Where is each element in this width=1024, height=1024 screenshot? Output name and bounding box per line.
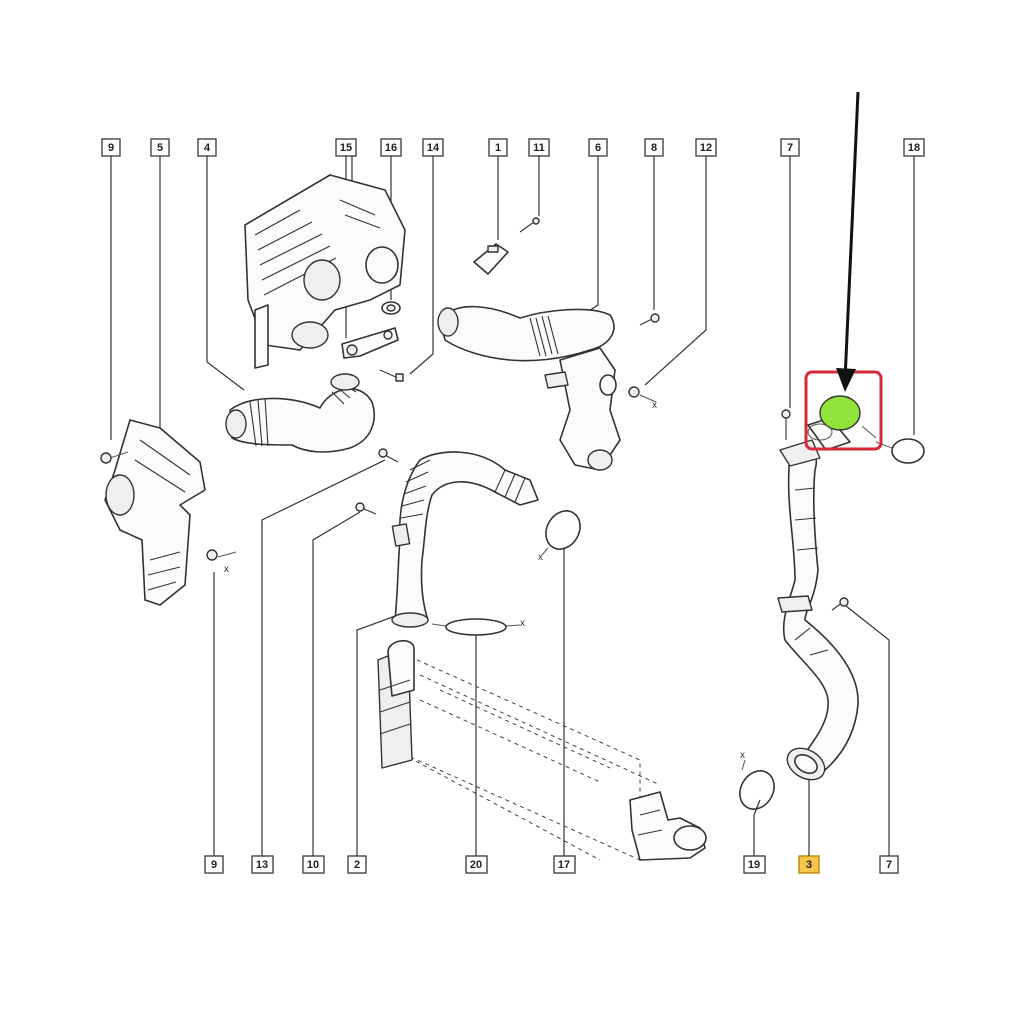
screw-10 xyxy=(355,502,377,515)
callout-19-bottom: 19 xyxy=(743,855,766,874)
callout-10-bottom: 10 xyxy=(302,855,325,874)
callout-5-top: 5 xyxy=(150,138,170,157)
air-duct-5 xyxy=(104,419,206,606)
callout-16-top: 16 xyxy=(380,138,402,157)
svg-text:9: 9 xyxy=(108,142,114,154)
svg-text:1: 1 xyxy=(495,142,501,154)
callout-1-top: 1 xyxy=(488,138,508,157)
svg-text:8: 8 xyxy=(651,142,657,154)
callout-8-top: 8 xyxy=(644,138,664,157)
gasket-19: x xyxy=(739,750,775,810)
svg-text:x: x xyxy=(652,400,657,411)
svg-text:3: 3 xyxy=(806,859,812,871)
svg-text:7: 7 xyxy=(787,142,793,154)
callout-6-top: 6 xyxy=(588,138,608,157)
svg-text:18: 18 xyxy=(908,142,920,154)
svg-text:10: 10 xyxy=(307,859,319,871)
pointer-arrow-icon xyxy=(836,91,860,392)
leader-lines xyxy=(110,156,915,856)
svg-text:6: 6 xyxy=(595,142,601,154)
hose-4 xyxy=(225,373,375,453)
bolt-7-bottom xyxy=(831,597,849,611)
highlighted-connector-part xyxy=(807,395,877,451)
svg-text:19: 19 xyxy=(748,859,760,871)
bracket-15 xyxy=(341,327,399,359)
screw-11 xyxy=(519,217,540,233)
callout-4-top: 4 xyxy=(197,138,217,157)
callout-7-bottom: 7 xyxy=(879,855,899,874)
svg-text:13: 13 xyxy=(256,859,268,871)
svg-text:11: 11 xyxy=(533,142,545,154)
callout-18-top: 18 xyxy=(903,138,925,157)
callout-15-top: 15 xyxy=(335,138,357,157)
hose-6 xyxy=(437,305,621,471)
washer-16 xyxy=(381,301,401,315)
callout-12-top: 12 xyxy=(695,138,717,157)
svg-text:20: 20 xyxy=(470,859,482,871)
callout-13-bottom: 13 xyxy=(251,855,274,874)
bolt-7-top xyxy=(781,409,791,440)
svg-text:x: x xyxy=(740,750,745,761)
svg-text:7: 7 xyxy=(886,859,892,871)
svg-text:17: 17 xyxy=(558,859,570,871)
svg-text:16: 16 xyxy=(385,142,397,154)
hose-3 xyxy=(777,439,859,781)
gasket-20: x xyxy=(431,618,525,636)
svg-text:2: 2 xyxy=(354,859,360,871)
svg-text:x: x xyxy=(520,618,525,629)
turbocharger-assembly xyxy=(244,174,406,369)
svg-text:14: 14 xyxy=(427,142,440,154)
screw-9-bottom: x xyxy=(206,549,237,575)
sensor-1 xyxy=(473,243,509,275)
nut-12: x xyxy=(628,386,657,411)
bolt-13 xyxy=(378,448,399,463)
bolt-8 xyxy=(639,313,660,326)
svg-text:9: 9 xyxy=(211,859,217,871)
svg-text:5: 5 xyxy=(157,142,163,154)
svg-text:15: 15 xyxy=(340,142,352,154)
screw-9-top xyxy=(100,451,129,464)
svg-text:x: x xyxy=(538,552,543,563)
callout-17-bottom: 17 xyxy=(553,855,576,874)
callout-3-bottom-highlighted: 3 xyxy=(798,855,820,874)
callout-11-top: 11 xyxy=(528,138,550,157)
svg-text:x: x xyxy=(224,564,229,575)
callout-2-bottom: 2 xyxy=(347,855,367,874)
callout-9-top: 9 xyxy=(101,138,121,157)
hose-2 xyxy=(391,451,539,628)
svg-text:4: 4 xyxy=(204,142,211,154)
intercooler-radiator xyxy=(377,640,707,861)
callout-9-bottom: 9 xyxy=(204,855,224,874)
gasket-17: x xyxy=(538,510,581,563)
bolt-14 xyxy=(379,369,404,382)
highlighted-connector-fill xyxy=(819,395,861,431)
callout-7-top: 7 xyxy=(780,138,800,157)
gasket-18 xyxy=(875,438,925,464)
callout-20-bottom: 20 xyxy=(465,855,488,874)
callout-14-top: 14 xyxy=(422,138,444,157)
svg-text:12: 12 xyxy=(700,142,712,154)
